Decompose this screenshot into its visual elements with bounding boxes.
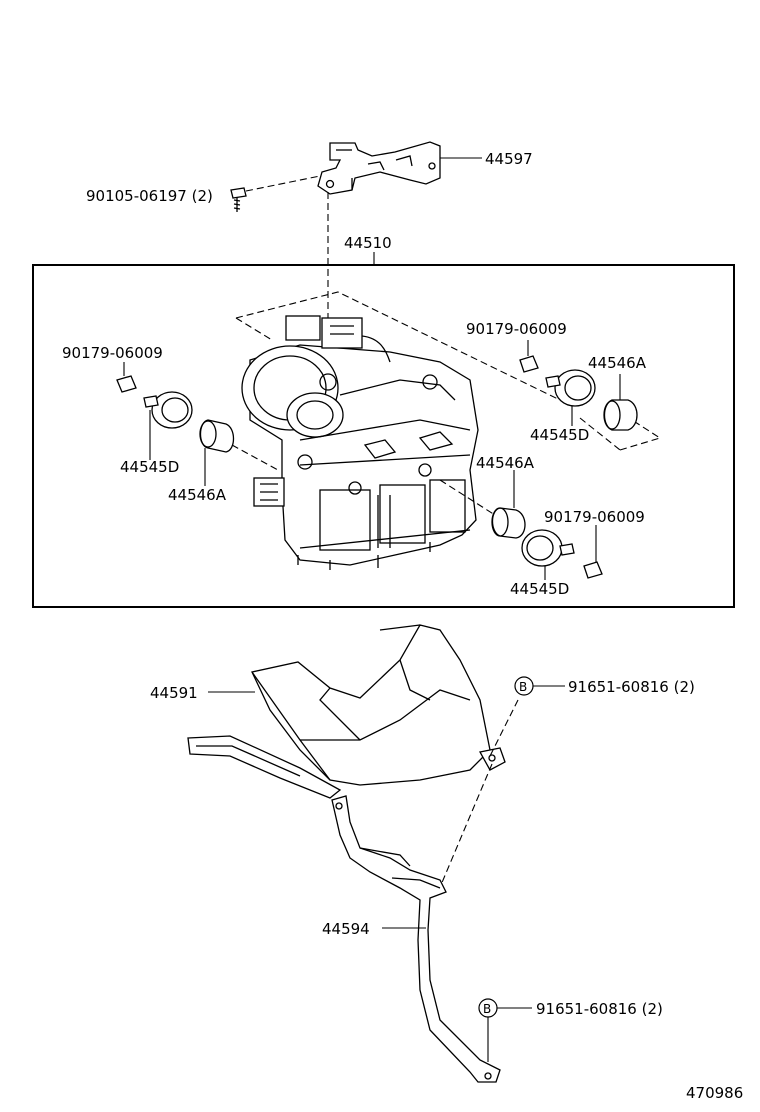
callout-b-lower-letter: B [483, 1002, 491, 1016]
label-90179-lower: 90179-06009 [544, 508, 645, 526]
label-44597: 44597 [485, 150, 533, 168]
actuator-assembly-frame [32, 264, 735, 608]
label-90179-right: 90179-06009 [466, 320, 567, 338]
nut-90179-right [519, 355, 539, 373]
label-91651-lower: 91651-60816 (2) [536, 1000, 663, 1018]
bracket-44597 [317, 141, 441, 195]
cushion-44546a-left [199, 419, 235, 453]
label-44546a-lower: 44546A [476, 454, 535, 472]
connector-top [285, 315, 391, 363]
support-44594 [331, 795, 501, 1083]
label-90105-06197: 90105-06197 (2) [86, 187, 213, 205]
bracket-44591 [187, 624, 506, 799]
cushion-44545d-right [545, 369, 596, 407]
nut-90179-left [116, 375, 137, 393]
label-91651-upper: 91651-60816 (2) [568, 678, 695, 696]
callout-b-upper-letter: B [519, 680, 527, 694]
abs-actuator [241, 344, 479, 570]
label-44510: 44510 [344, 234, 392, 252]
label-44545d-left: 44545D [120, 458, 179, 476]
cushion-44545d-lower [521, 529, 575, 567]
label-44545d-right: 44545D [530, 426, 589, 444]
label-44545d-lower: 44545D [510, 580, 569, 598]
cushion-44546a-right [603, 399, 638, 431]
label-44594: 44594 [322, 920, 370, 938]
callout-b-upper: B [514, 676, 534, 696]
connector-side [253, 477, 285, 507]
label-44546a-left: 44546A [168, 486, 227, 504]
catalog-number: 470986 [686, 1084, 743, 1102]
callout-b-lower: B [478, 998, 498, 1018]
cushion-44546a-lower [491, 507, 526, 539]
nut-90179-lower [583, 561, 603, 579]
bolt-90105-06197 [230, 187, 247, 212]
label-44591: 44591 [150, 684, 198, 702]
label-44546a-right: 44546A [588, 354, 647, 372]
label-90179-left: 90179-06009 [62, 344, 163, 362]
cushion-44545d-left [143, 391, 193, 429]
